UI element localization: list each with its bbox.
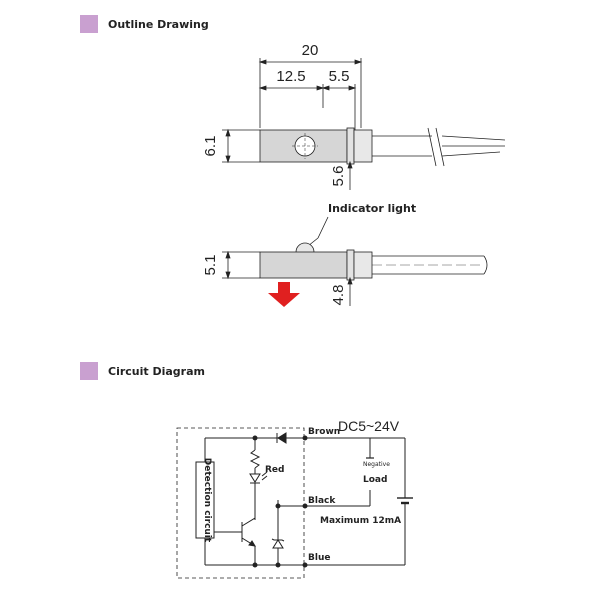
dim-cable-side: 4.8 — [330, 285, 347, 306]
section-header-outline: Outline Drawing — [80, 15, 209, 33]
dim-height-top: 6.1 — [202, 136, 219, 157]
dim-total: 20 — [302, 42, 319, 59]
dim-right: 5.5 — [329, 68, 350, 85]
sensor-body-side — [259, 251, 348, 279]
top-view — [222, 58, 506, 190]
negative-label: Negative — [363, 461, 390, 468]
max-current-label: Maximum 12mA — [320, 516, 401, 526]
supply-voltage-label: DC5~24V — [338, 418, 400, 434]
dim-height-side: 5.1 — [202, 255, 219, 276]
section-marker — [80, 362, 98, 380]
circuit-diagram — [176, 427, 413, 579]
blue-wire-label: Blue — [308, 553, 330, 563]
section-title-circuit: Circuit Diagram — [108, 364, 205, 378]
brown-wire-label: Brown — [308, 427, 340, 437]
black-wire-label: Black — [308, 496, 336, 506]
detection-circuit-label: Detection circuit — [202, 458, 212, 543]
section-title-outline: Outline Drawing — [108, 17, 209, 31]
direction-arrow-icon — [268, 282, 300, 307]
section-marker — [80, 15, 98, 33]
dim-left: 12.5 — [276, 68, 305, 85]
load-label: Load — [363, 475, 387, 485]
side-view — [222, 216, 488, 306]
indicator-light-label: Indicator light — [328, 202, 416, 215]
dim-cable-top: 5.6 — [330, 166, 347, 187]
section-header-circuit: Circuit Diagram — [80, 362, 205, 380]
red-led-label: Red — [265, 465, 284, 475]
